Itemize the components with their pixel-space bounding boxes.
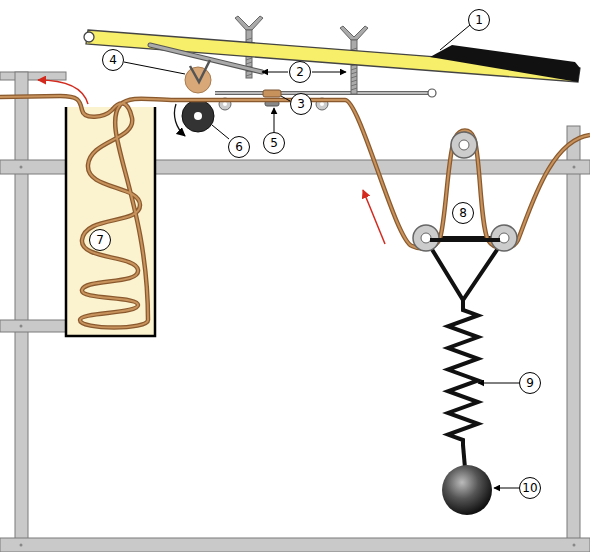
weight-ball (442, 465, 492, 515)
leader-line (124, 25, 519, 488)
callout-number: 7 (89, 229, 111, 251)
rotation-arrow (174, 104, 185, 136)
lever (84, 30, 580, 82)
callout-number: 4 (102, 49, 124, 71)
drive-roller (182, 100, 214, 132)
callout-number: 10 (519, 477, 541, 499)
motion-arrow (38, 80, 385, 244)
lower-rail (215, 91, 430, 95)
tape-guide (263, 90, 281, 97)
carriage-pulley (413, 132, 517, 251)
spring (448, 300, 478, 446)
callout-number: 5 (263, 132, 285, 154)
callout-number: 3 (290, 93, 312, 115)
callout-number: 6 (228, 136, 250, 158)
callout-number: 1 (468, 9, 490, 31)
callout-number: 8 (452, 202, 474, 224)
paper-tape (0, 96, 590, 328)
callout-number: 2 (289, 61, 311, 83)
callout-number: 9 (519, 372, 541, 394)
frame (0, 72, 590, 552)
